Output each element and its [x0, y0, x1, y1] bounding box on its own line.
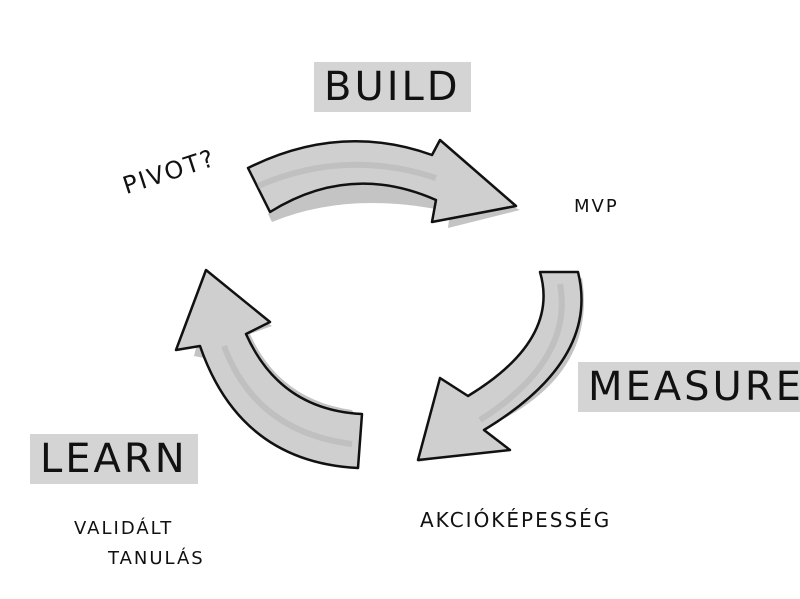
build-label: BUILD [314, 62, 471, 112]
build-arrow [246, 138, 520, 228]
measure-arrow-body [416, 270, 583, 462]
measure-arrow [416, 270, 584, 462]
measure-label: MEASURE [578, 362, 800, 412]
build-arrow-body [246, 138, 518, 224]
learn-arrow-body [174, 268, 364, 470]
learn-label: LEARN [30, 434, 198, 484]
learn-arrow [174, 268, 364, 470]
action-label: AKCIÓKÉPESSÉG [420, 508, 612, 532]
validated-label-line2: TANULÁS [108, 548, 205, 569]
validated-label-line1: VALIDÁLT [74, 518, 174, 539]
mvp-label: MVP [574, 196, 619, 217]
